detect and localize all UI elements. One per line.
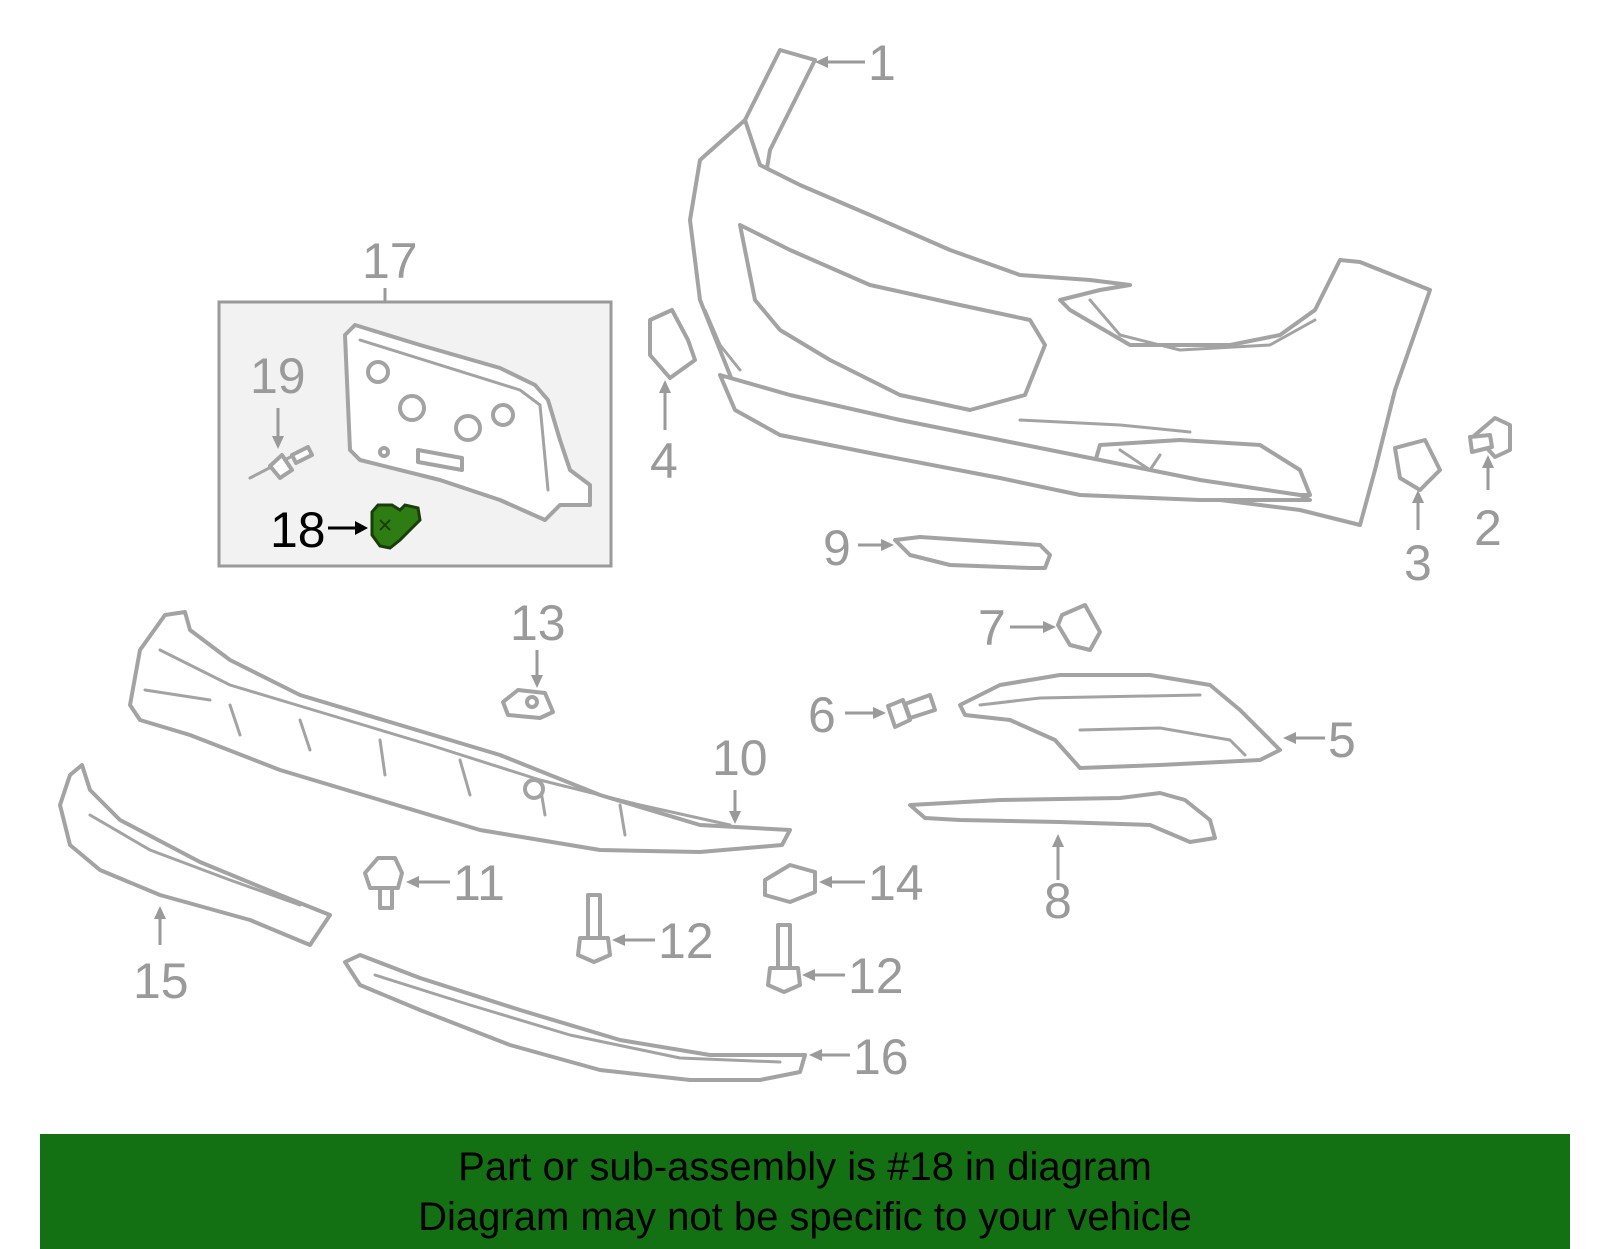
banner-line-1: Part or sub-assembly is #18 in diagram (458, 1145, 1152, 1189)
callout-18: 18 (270, 502, 326, 558)
callout-13: 13 (510, 595, 566, 651)
callout-12a: 12 (658, 913, 714, 969)
callout-4: 4 (650, 433, 678, 489)
bolt-12b-part: 12 (766, 923, 904, 1004)
banner-line-2: Diagram may not be specific to your vehi… (418, 1195, 1192, 1239)
callout-6: 6 (808, 687, 836, 743)
license-bracket-inset-17: 17 19 18 (217, 233, 613, 568)
callout-17: 17 (362, 233, 418, 289)
bracket-4-part: 4 (648, 308, 697, 489)
cap-3-part: 3 (1393, 438, 1442, 591)
clip-13-part: 13 (501, 595, 566, 720)
callout-2: 2 (1474, 500, 1502, 556)
callout-7: 7 (978, 600, 1006, 656)
push-pin-6-part: 6 (808, 687, 937, 743)
valance-16-part: 16 (343, 953, 909, 1085)
fog-lamp-bezel-5-part: 5 (958, 673, 1356, 770)
callout-16: 16 (853, 1029, 909, 1085)
bolt-19-part: 19 (248, 348, 314, 480)
screw-2-part: 2 (1468, 416, 1512, 556)
bolt-12a-part: 12 (576, 893, 714, 969)
callout-1: 1 (868, 35, 896, 91)
callout-12b: 12 (848, 948, 904, 1004)
retainer-11-part: 11 (363, 855, 505, 911)
valance-15-part: 15 (58, 763, 332, 1009)
info-banner: Part or sub-assembly is #18 in diagram D… (40, 1134, 1570, 1249)
parts-diagram: 1 2 3 4 5 6 (58, 35, 1512, 1085)
cap-7-part: 7 (978, 600, 1102, 656)
callout-11: 11 (453, 855, 505, 911)
callout-15: 15 (133, 953, 189, 1009)
molding-8-part: 8 (908, 791, 1217, 929)
callout-5: 5 (1328, 712, 1356, 768)
callout-10: 10 (712, 730, 768, 786)
callout-3: 3 (1404, 535, 1432, 591)
callout-8: 8 (1044, 873, 1072, 929)
callout-19: 19 (250, 348, 306, 404)
trim-strip-9-part: 9 (823, 520, 1052, 576)
clip-nut-14-part: 14 (763, 855, 924, 911)
fastener-18-part[interactable]: 18 (270, 502, 422, 558)
callout-14: 14 (868, 855, 924, 911)
callout-9: 9 (823, 520, 851, 576)
lower-deflector-10-part: 10 (128, 610, 792, 854)
bumper-fascia-part: 1 (688, 35, 1432, 527)
